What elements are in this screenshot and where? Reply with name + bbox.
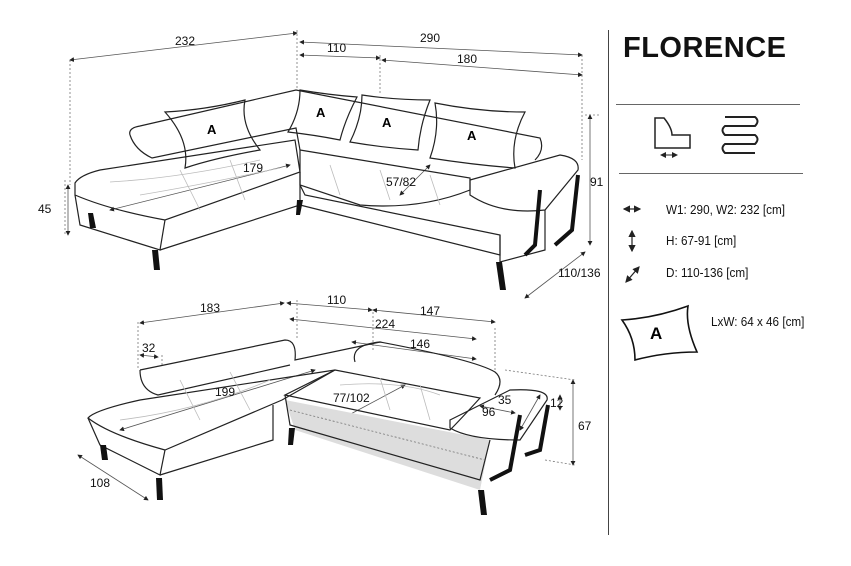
dim-seat-depth: 57/82	[386, 175, 416, 189]
dim-depth: 110/136	[558, 266, 601, 280]
dim-w1: 290	[420, 31, 440, 45]
spec-height: H: 67-91 [cm]	[666, 233, 737, 248]
pillow: A	[163, 99, 262, 169]
dim-seg-right: 180	[457, 52, 477, 66]
dim-chaise-depth: 179	[243, 161, 263, 175]
pillow: A	[349, 94, 431, 151]
spec-width: W1: 290, W2: 232 [cm]	[666, 202, 785, 217]
bottom-sofa-drawing: 183 110 147 224 146 32 199 77/102 35 96 …	[77, 293, 592, 515]
dim-seat-height: 45	[38, 202, 52, 216]
svg-text:A: A	[207, 122, 217, 137]
svg-text:A: A	[316, 105, 326, 120]
divider	[619, 173, 803, 174]
dim-left-width: 183	[200, 301, 220, 315]
dim-armrest-width: 35	[498, 393, 512, 407]
dim-right: 147	[420, 304, 440, 318]
depth-arrow-icon	[625, 266, 640, 283]
dim-inner: 224	[375, 317, 395, 331]
dim-armrest-height: 12	[550, 396, 564, 410]
panel-divider	[608, 30, 609, 535]
svg-text:A: A	[467, 128, 477, 143]
dim-chaise-length: 199	[215, 385, 235, 399]
pillow-icon: A	[620, 304, 699, 362]
dim-seg-left: 110	[327, 41, 346, 55]
dim-height: 67	[578, 419, 592, 433]
divider	[616, 104, 800, 105]
adjustable-seat-icon	[654, 117, 691, 158]
product-title: FLORENCE	[623, 32, 787, 64]
dim-depth: 108	[90, 476, 110, 490]
svg-text:A: A	[650, 324, 662, 343]
pillow: A	[287, 89, 358, 141]
dim-seat-depth: 77/102	[333, 391, 370, 405]
spec-pillow-size: LxW: 64 x 46 [cm]	[711, 314, 805, 329]
svg-text:A: A	[382, 115, 392, 130]
dim-total-height: 91	[590, 175, 604, 189]
dim-corner: 110	[327, 293, 346, 307]
dim-back: 146	[410, 337, 430, 351]
dim-w2: 232	[175, 34, 195, 48]
top-sofa-drawing: A A A A 232 290 110 180 179 57/82 45 91 …	[38, 30, 604, 299]
spec-depth: D: 110-136 [cm]	[666, 265, 749, 280]
dim-arm: 32	[142, 341, 156, 355]
spring-icon	[721, 116, 759, 154]
dim-armrest-length: 96	[482, 405, 496, 419]
pillow: A	[429, 102, 527, 169]
